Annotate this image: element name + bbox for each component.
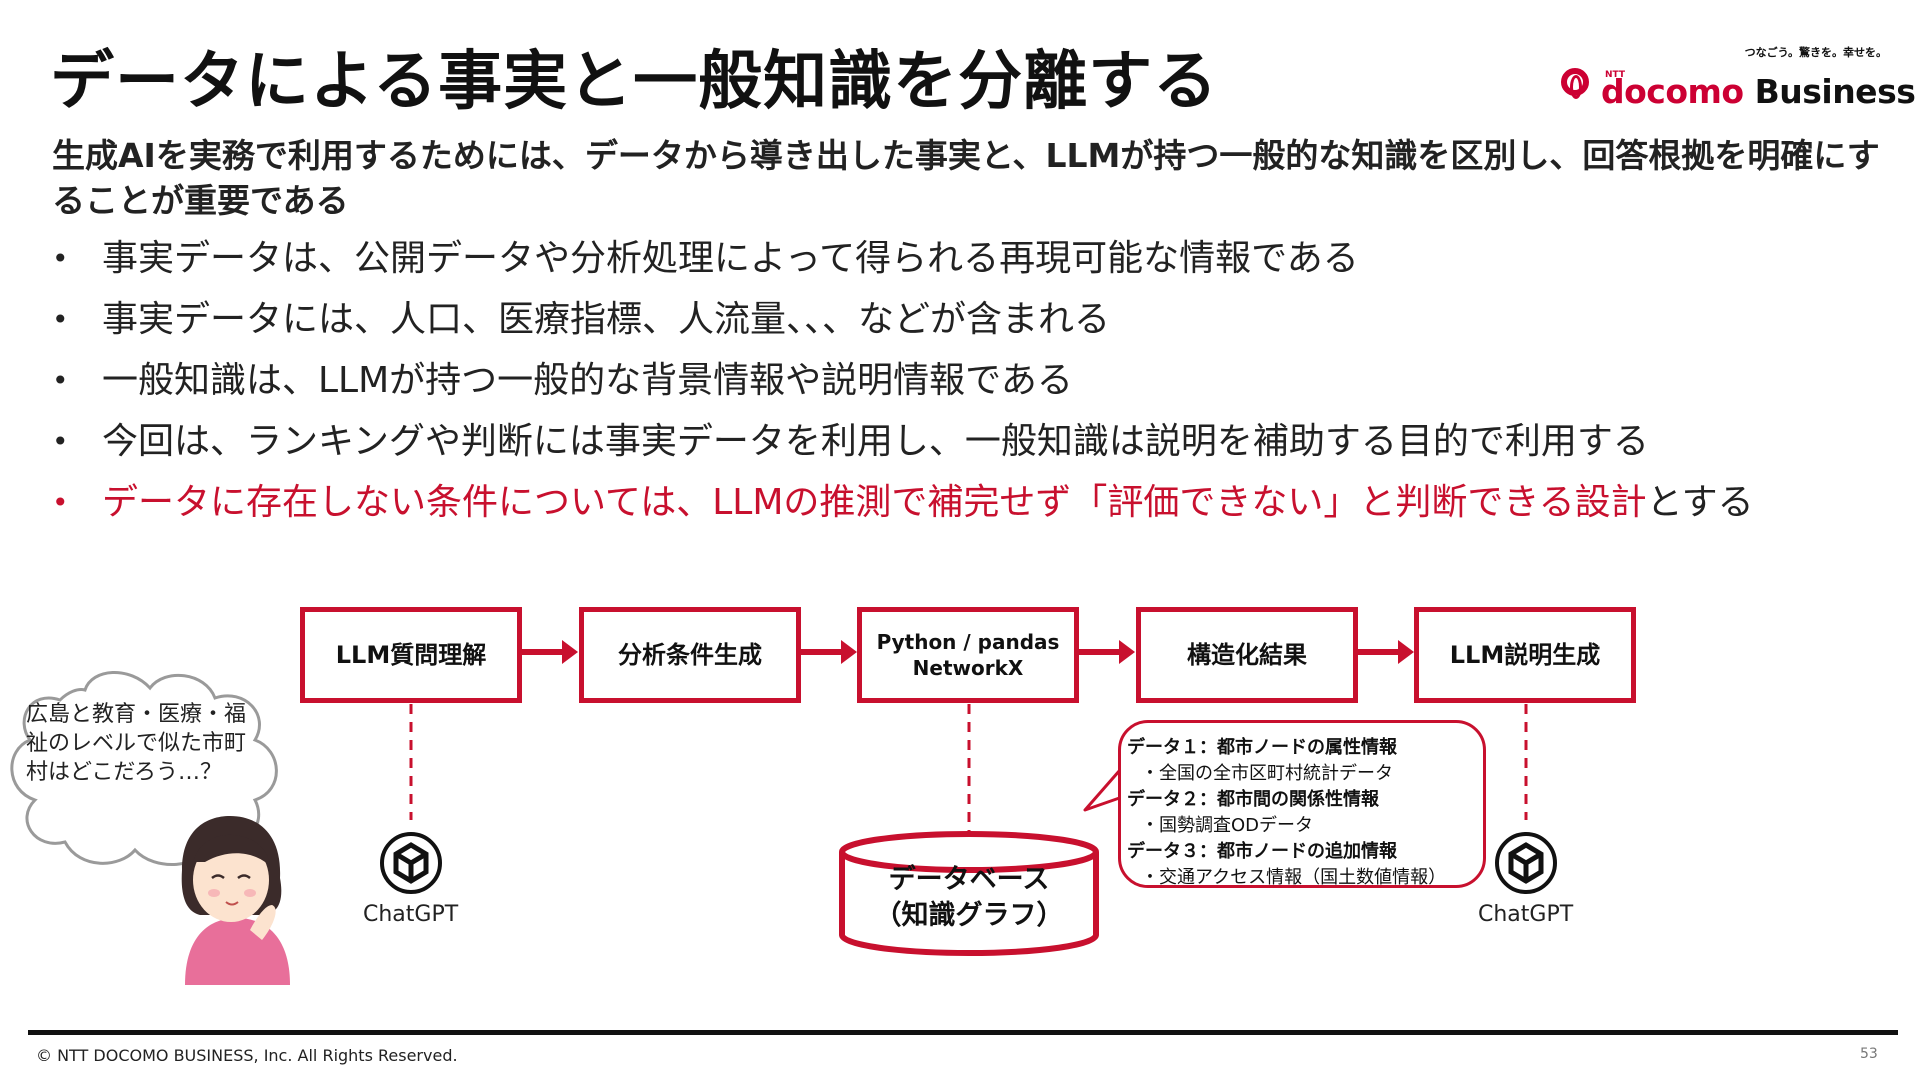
bullet-text: 事実データは、公開データや分析処理によって得られる再現可能な情報である xyxy=(102,238,1359,279)
bullet-marker: • xyxy=(52,303,69,336)
bullet-marker: • xyxy=(52,425,69,458)
bullet-text: 一般知識は、LLMが持つ一般的な背景情報や説明情報である xyxy=(102,360,1073,401)
bullet-item-highlight: • データに存在しない条件については、LLMの推測で補完せず「評価できない」と判断… xyxy=(52,472,1892,533)
bullet-item: • 今回は、ランキングや判断には事実データを利用し、一般知識は説明を補助する目的で… xyxy=(52,411,1892,472)
flow-step-analysis-condition: 分析条件生成 xyxy=(579,607,801,703)
logo-brand-business: Business xyxy=(1754,72,1916,111)
database-label: データベース （知識グラフ） xyxy=(874,864,1064,931)
flow-arrow-3 xyxy=(1079,640,1135,664)
bullet-item: • 一般知識は、LLMが持つ一般的な背景情報や説明情報である xyxy=(52,350,1892,411)
info-line: ・交通アクセス情報（国土数値情報） xyxy=(1141,867,1447,888)
flow-arrow-1 xyxy=(522,640,578,664)
info-line: ・全国の全市区町村統計データ xyxy=(1141,763,1393,784)
person-illustration xyxy=(181,816,290,985)
bullet-list: • 事実データは、公開データや分析処理によって得られる再現可能な情報である • 事実… xyxy=(52,228,1892,533)
bullet-item: • 事実データには、人口、医療指標、人流量、、、などが含まれる xyxy=(52,289,1892,350)
docomo-mark-icon xyxy=(1561,68,1589,99)
bullet-text: 事実データには、人口、医療指標、人流量、、、などが含まれる xyxy=(102,299,1111,340)
page-title: データによる事実と一般知識を分離する xyxy=(50,45,1219,119)
chatgpt-label-right: ChatGPT xyxy=(1478,902,1574,927)
flow-arrow-4 xyxy=(1358,640,1414,664)
footer-divider xyxy=(28,1030,1898,1035)
logo-ntt: NTT xyxy=(1605,70,1626,80)
chatgpt-label-left: ChatGPT xyxy=(363,902,459,927)
bullet-highlight-text: データに存在しない条件については、LLMの推測で補完せず「評価できない」と判断で… xyxy=(102,482,1647,523)
copyright: © NTT DOCOMO BUSINESS, Inc. All Rights R… xyxy=(36,1046,458,1065)
data-sources-box: データ１：都市ノードの属性情報 ・全国の全市区町村統計データ データ２：都市間の… xyxy=(1118,720,1486,888)
subtitle: 生成AIを実務で利用するためには、データから導き出した事実と、LLMが持つ一般的… xyxy=(52,136,1880,220)
logo-brand-docomo: docomo xyxy=(1601,72,1744,111)
bullet-marker: • xyxy=(52,364,69,397)
docomo-business-logo: つなごう。驚きを。幸せを。 NTT docomo Business xyxy=(1555,40,1916,111)
thought-bubble-text: 広島と教育・医療・福祉のレベルで似た市町村はどこだろう…？ xyxy=(26,702,247,785)
flow-step-python-pandas: Python / pandas NetworkX xyxy=(857,607,1079,703)
page-number: 53 xyxy=(1860,1046,1878,1062)
flow-step-llm-question: LLM質問理解 xyxy=(300,607,522,703)
bullet-marker: • xyxy=(52,242,69,275)
database-cylinder-icon xyxy=(839,831,1099,956)
flow-arrow-2 xyxy=(801,640,857,664)
bullet-tail-text: とする xyxy=(1646,482,1754,523)
bullet-marker: • xyxy=(52,486,69,519)
logo-brand: docomo Business xyxy=(1601,72,1916,111)
info-line: データ２：都市間の関係性情報 xyxy=(1127,789,1379,810)
bullet-item: • 事実データは、公開データや分析処理によって得られる再現可能な情報である xyxy=(52,228,1892,289)
bullet-text: 今回は、ランキングや判断には事実データを利用し、一般知識は説明を補助する目的で利… xyxy=(102,421,1649,462)
logo-tagline: つなごう。驚きを。幸せを。 xyxy=(1744,46,1887,59)
info-box-pointer xyxy=(1083,769,1129,812)
flow-step-structured-result: 構造化結果 xyxy=(1136,607,1358,703)
info-line: データ３：都市ノードの追加情報 xyxy=(1127,841,1397,862)
info-line: ・国勢調査ODデータ xyxy=(1141,815,1314,836)
chatgpt-logo-right-icon xyxy=(1495,832,1557,894)
chatgpt-logo-left-icon xyxy=(380,832,442,894)
flow-step-llm-explanation: LLM説明生成 xyxy=(1414,607,1636,703)
info-line: データ１：都市ノードの属性情報 xyxy=(1127,737,1397,758)
